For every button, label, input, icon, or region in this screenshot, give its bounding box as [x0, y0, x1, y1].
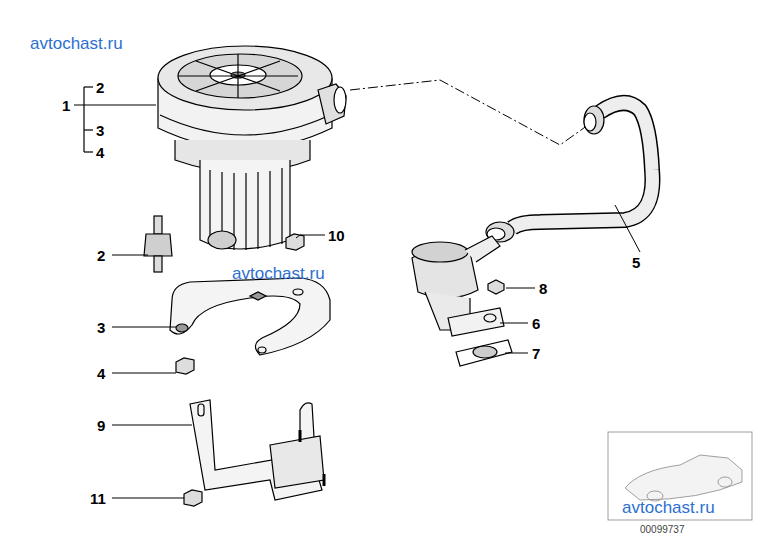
callout-number: 2: [97, 248, 105, 263]
callout-number: 1: [62, 98, 70, 113]
callout-number: 4: [97, 366, 105, 381]
callout-number: 8: [539, 281, 547, 296]
callout-bracket: [74, 87, 156, 152]
car-thumbnail: [608, 432, 752, 520]
drawing-number: 00099737: [640, 525, 685, 535]
callout-number: 11: [90, 491, 106, 506]
callout-number: 6: [532, 316, 540, 331]
watermark: avtochast.ru: [30, 35, 123, 52]
callout-number: 10: [328, 228, 345, 243]
callout-number: 9: [97, 418, 105, 433]
callout-number: 2: [96, 80, 104, 95]
rubber-mount: [144, 216, 172, 272]
hose: [486, 103, 652, 242]
watermark: avtochast.ru: [622, 499, 715, 516]
callout-number: 3: [96, 123, 104, 138]
check-valve: [412, 236, 512, 366]
watermark: avtochast.ru: [232, 265, 325, 282]
callout-number: 3: [97, 320, 105, 335]
callout-number: 7: [532, 346, 540, 361]
support-bracket: [190, 400, 324, 500]
mount-bracket: [170, 278, 330, 355]
callout-number: 4: [96, 145, 104, 160]
callout-number: 5: [632, 255, 640, 270]
leader-lines: [112, 235, 535, 498]
air-pump: [158, 46, 346, 250]
